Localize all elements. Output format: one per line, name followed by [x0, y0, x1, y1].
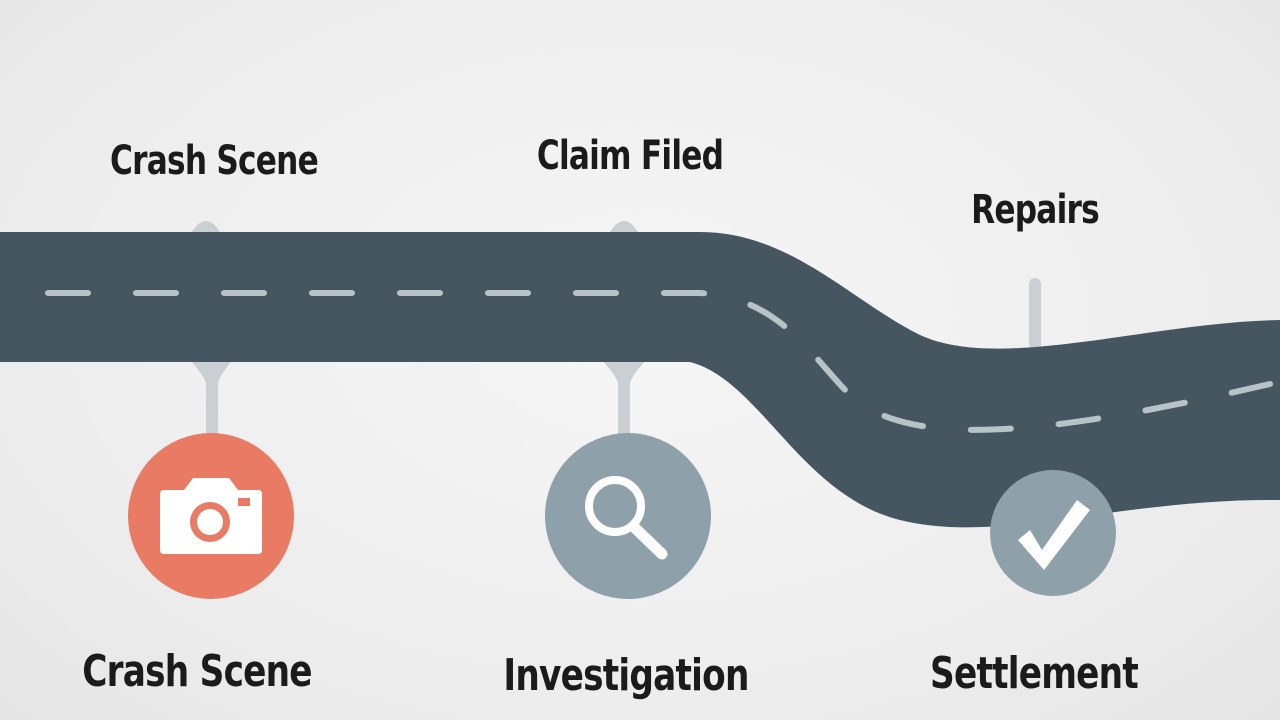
crash-scene-badge	[128, 433, 294, 599]
road	[0, 232, 1280, 528]
camera-icon	[160, 478, 262, 554]
connector-investigation-bottom	[602, 360, 646, 434]
investigation-badge	[545, 433, 711, 599]
magnifier-icon	[585, 476, 668, 560]
label-repairs-top: Repairs	[971, 187, 1100, 233]
label-crash-scene-bottom: Crash Scene	[82, 646, 312, 697]
label-investigation-bottom: Investigation	[503, 650, 749, 701]
label-crash-scene-top: Crash Scene	[110, 138, 319, 184]
settlement-badge	[990, 470, 1116, 596]
connector-crash-scene-bottom	[190, 360, 232, 434]
label-settlement-bottom: Settlement	[930, 648, 1139, 699]
checkmark-icon	[1018, 500, 1090, 570]
road-center-dashes	[45, 290, 1273, 433]
label-claim-filed-top: Claim Filed	[536, 133, 724, 179]
